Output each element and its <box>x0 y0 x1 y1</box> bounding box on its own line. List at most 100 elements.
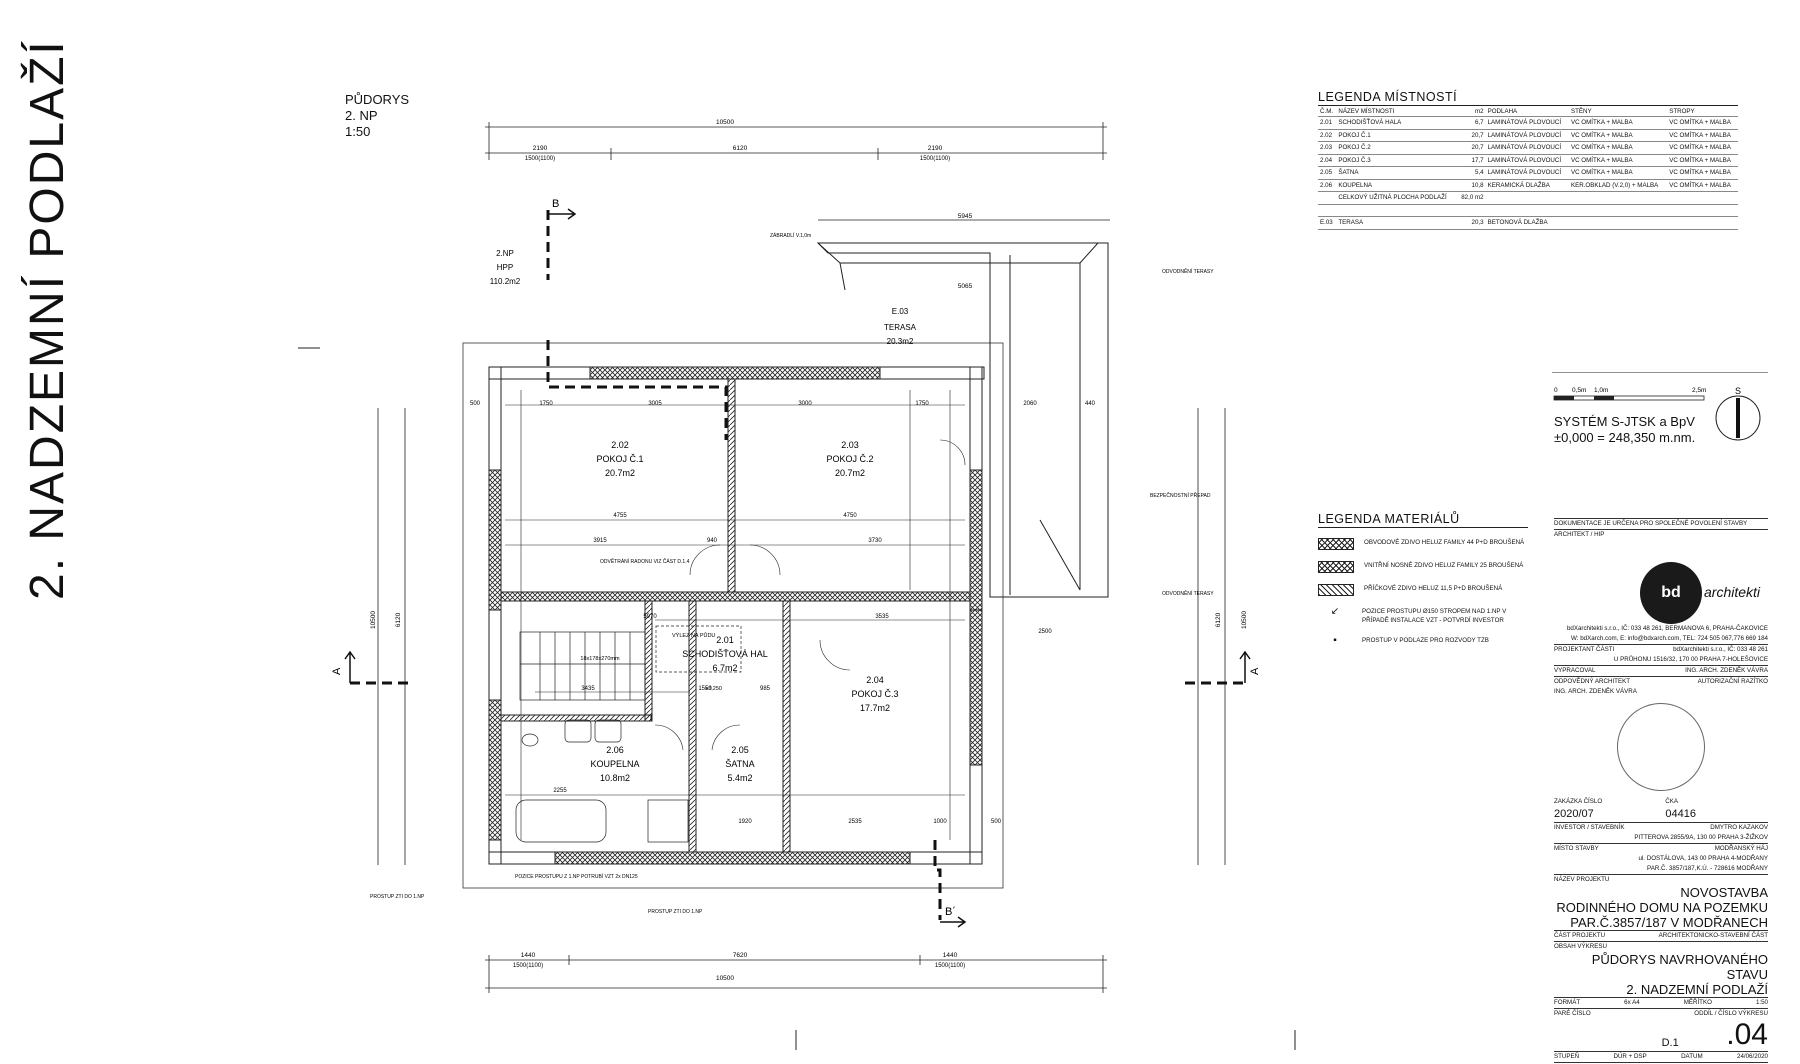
scale-bar: 0 0,5m 1,0m 2,5m S <box>1552 371 1768 441</box>
room-legend-title: LEGENDA MÍSTNOSTÍ <box>1318 90 1738 106</box>
room-name-201: SCHODIŠŤOVÁ HAL <box>682 649 768 659</box>
scale-tick-05: 0,5m <box>1572 387 1586 394</box>
room-area-206: 10.8m2 <box>600 773 630 783</box>
date-label: DATUM <box>1681 1053 1703 1060</box>
room-legend-cell: 2.02 <box>1318 129 1337 142</box>
responsible-architect-label: ODPOVĚDNÝ ARCHITEKT <box>1554 678 1630 685</box>
scale-value: 1:50 <box>1755 999 1768 1006</box>
dim-3915: 3915 <box>593 538 607 544</box>
door-swings <box>654 439 966 751</box>
plan-header-line3: 1:50 <box>345 124 371 139</box>
sheet-fold-marks <box>298 347 1296 1050</box>
room-name-206: KOUPELNA <box>590 759 639 769</box>
room-legend-cell: 2.04 <box>1318 154 1337 167</box>
terrace <box>816 242 1109 598</box>
room-legend-cell: TERASA <box>1336 216 1458 230</box>
copy-label: PARÉ ČÍSLO <box>1554 1010 1591 1017</box>
dim-3435: 3435 <box>581 686 595 692</box>
dim-row1-c: 3005 <box>648 401 662 407</box>
drawn-by: ING. ARCH. ZDENĚK VÁVRA <box>1685 667 1768 674</box>
north-arrow-icon <box>1715 395 1761 441</box>
dim-1000: 1000 <box>933 819 947 825</box>
room-legend-cell: 2.05 <box>1318 166 1337 180</box>
dim-bottom-right: 1440 <box>943 952 958 959</box>
dim-side-left-mid: 6120 <box>395 612 402 627</box>
plan-header: PŮDORYS 2. NP 1:50 <box>345 92 409 140</box>
railing-note: ZÁBRADLÍ V.1,0m <box>770 232 811 239</box>
dim-top-mid: 6120 <box>733 145 748 152</box>
dim-row1-b: 1750 <box>539 401 553 407</box>
legend-col: STĚNY <box>1568 106 1668 117</box>
room-name-204: POKOJ Č.3 <box>851 689 898 699</box>
responsible-architect: ING. ARCH. ZDENĚK VÁVRA <box>1554 688 1637 695</box>
internal-walls <box>500 378 971 853</box>
dim-bottom-mid: 7620 <box>733 952 748 959</box>
stairs-label: 18x178x270mm <box>580 656 620 662</box>
investor-label: INVESTOR / STAVEBNÍK <box>1554 824 1625 831</box>
investor: DMYTRO KAZAKOV <box>1710 824 1768 831</box>
section-arrows <box>344 208 1251 928</box>
material-legend-text: PŘÍČKOVÉ ZDIVO HELUZ 11,5 P+D BROUŠENÁ <box>1364 585 1503 592</box>
room-legend-cell: VC OMÍTKA + MALBA <box>1568 166 1668 180</box>
format-label: FORMÁT <box>1554 999 1581 1006</box>
room-area-202: 20.7m2 <box>605 468 635 478</box>
architect-label: ARCHITEKT / HIP <box>1554 531 1605 538</box>
section-lines <box>350 210 1245 920</box>
room-name-205: ŠATNA <box>725 759 754 769</box>
room-legend-cell: 2.06 <box>1318 179 1337 192</box>
roof-outline <box>462 342 1004 889</box>
legend-col: PODLAHA <box>1485 106 1569 117</box>
format: 6x A4 <box>1624 999 1640 1006</box>
room-legend-cell: ŠATNA <box>1336 166 1458 180</box>
scale-tick-10: 1,0m <box>1594 387 1608 394</box>
room-legend-cell: VC OMÍTKA + MALBA <box>1568 129 1668 142</box>
authorization-stamp-label: AUTORIZAČNÍ RAZÍTKO <box>1697 678 1768 685</box>
room-area-204: 17.7m2 <box>860 703 890 713</box>
room-legend-cell: CELKOVÝ UŽITNÁ PLOCHA PODLAŽÍ <box>1336 191 1458 205</box>
company-logo-icon: bd <box>1640 562 1702 624</box>
room-legend-cell: KERAMICKÁ DLAŽBA <box>1485 179 1569 192</box>
room-code-204: 2.04 <box>866 675 884 685</box>
room-legend-cell <box>1318 204 1337 217</box>
outer-walls <box>488 366 985 865</box>
room-legend-cell <box>1667 191 1738 205</box>
material-legend-item: OBVODOVÉ ZDIVO HELUZ FAMILY 44 P+D BROUŠ… <box>1318 538 1528 550</box>
room-legend-cell: KER.OBKLAD (V.2,0) + MALBA <box>1568 179 1668 192</box>
proj-address: U PRŮHONU 1516/32, 170 00 PRAHA 7-HOLEŠO… <box>1613 656 1768 663</box>
section-code: D.1 <box>1661 1037 1679 1049</box>
section-b2-label: B´ <box>945 906 956 918</box>
content-label: OBSAH VÝKRESU <box>1554 943 1607 950</box>
room-legend-cell: 2.03 <box>1318 141 1337 155</box>
material-legend-text: PROSTUP V PODLAZE PRO ROZVODY TZB <box>1362 637 1489 644</box>
proj-part-label: PROJEKTANT ČÁSTI <box>1554 646 1615 653</box>
room-name-202: POKOJ Č.1 <box>596 454 643 464</box>
room-legend-cell: 20,3 <box>1457 216 1486 230</box>
hatch-swatch-icon <box>1318 584 1354 596</box>
room-legend-cell: VC OMÍTKA + MALBA <box>1568 141 1668 155</box>
vzt-position-note: POZICE PROSTUPU Z 1.NP POTRUBÍ VZT 2x DN… <box>515 873 638 880</box>
material-legend-title: LEGENDA MATERIÁLŮ <box>1318 512 1528 528</box>
room-area-201: 6.7m2 <box>712 663 737 673</box>
proj-part: bdXarchitekti s.r.o., IČ: 033 48 261 <box>1673 646 1768 653</box>
floor-plan: 10500 2190 1500(1100) 6120 2190 1500(110… <box>298 119 1296 1050</box>
contact-line: W: bdXarch.com, E: info@bdxarch.com, TEL… <box>1571 635 1768 642</box>
room-code-202: 2.02 <box>611 440 629 450</box>
dim-5970: 5970 <box>643 614 657 620</box>
dim-3730: 3730 <box>868 538 882 544</box>
room-name-203: POKOJ Č.2 <box>826 454 873 464</box>
section-a-left-label: A <box>331 667 343 675</box>
interior-dimension-lines <box>505 390 965 840</box>
project-part: ARCHITEKTONICKO-STAVEBNÍ ČÁST <box>1658 932 1768 939</box>
room-legend-cell: 2.01 <box>1318 116 1337 130</box>
room-code-205: 2.05 <box>731 745 749 755</box>
room-legend-cell: VC OMÍTKA + MALBA <box>1667 166 1738 180</box>
dim-terrace-inner: 5065 <box>958 283 973 290</box>
room-legend: LEGENDA MÍSTNOSTÍ Č.M. NÁZEV MÍSTNOSTI m… <box>1318 90 1738 230</box>
room-legend-cell: POKOJ Č.2 <box>1336 141 1458 155</box>
drawing-number: .04 <box>1726 1018 1768 1051</box>
